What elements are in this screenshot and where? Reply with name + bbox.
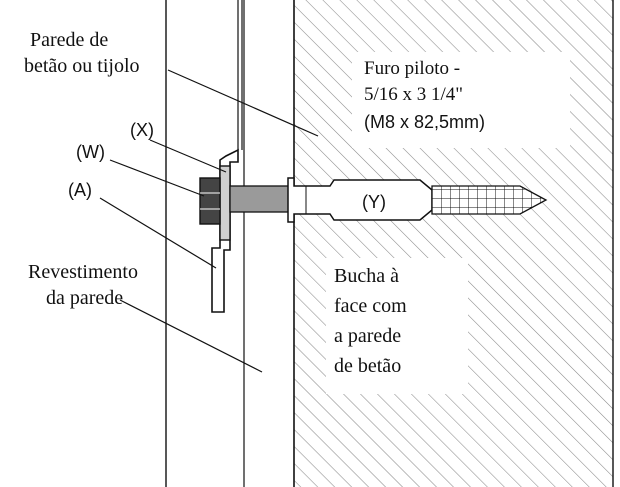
pilot-hole-label-area [352,52,570,148]
wall-cladding [165,0,245,487]
anchor-label-area [326,258,468,394]
leader-lines [99,69,319,373]
label-a: (A) [68,180,92,200]
label-y: (Y) [362,192,386,212]
washer [219,165,231,241]
cladding-label: Revestimento da parede [28,261,143,309]
pilot-hole-metric-label: (M8 x 82,5mm) [364,112,485,132]
label-x: (X) [130,120,154,140]
wall-label: Parede de betão ou tijolo [24,29,140,77]
pilot-hole-label: Furo piloto - 5/16 x 3 1/4" [364,58,465,105]
screw-thread [431,185,548,215]
hex-head-bolt [199,177,221,225]
bolt-shank [229,185,295,213]
anchor-flush-label: Bucha à face com a parede de betão [334,265,412,377]
label-w: (W) [76,142,105,162]
